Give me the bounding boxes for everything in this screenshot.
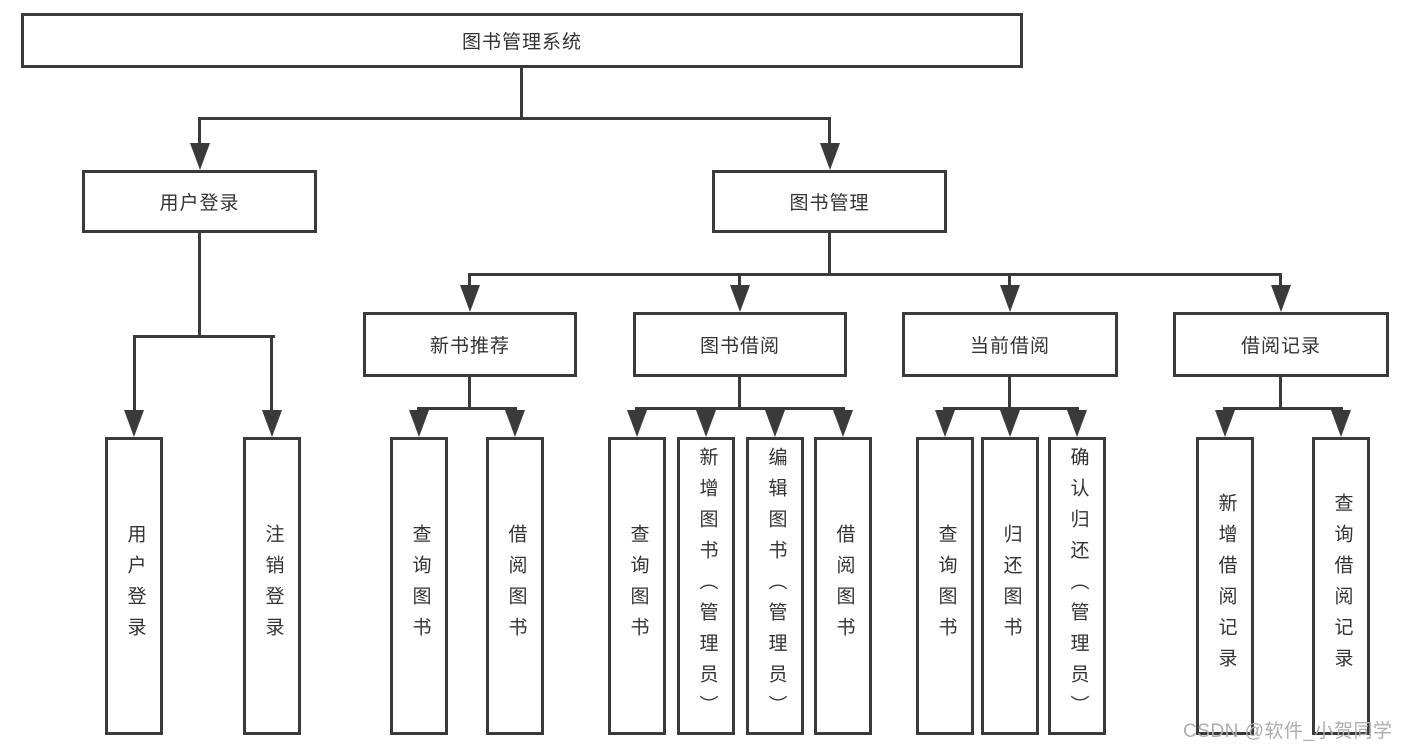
leaf-label: 新增图书（管理员）: [696, 446, 718, 726]
leaf-query-book-current: 查询图书: [916, 437, 974, 735]
leaf-label: 归还图书: [1000, 524, 1022, 648]
arrow-down-icon: [1331, 410, 1351, 437]
leaf-borrow-book-recommend: 借阅图书: [486, 437, 544, 735]
arrow-down-icon: [730, 285, 750, 312]
csdn-watermark: CSDN @软件_小贺同学: [1183, 721, 1393, 742]
connector-root-drop: [520, 68, 523, 117]
node-user-login: 用户登录: [82, 170, 317, 233]
root-node: 图书管理系统: [21, 13, 1023, 68]
arrow-down-icon: [1271, 285, 1291, 312]
arrow-down-icon: [262, 410, 282, 437]
connector-user-login-rail: [133, 335, 275, 338]
connector-new-book-rail: [417, 407, 517, 410]
connector-current-borrow-rail: [943, 407, 1079, 410]
connector-level2-rail: [198, 117, 831, 120]
leaf-confirm-return-admin: 确认归还（管理员）: [1048, 437, 1106, 735]
arrow-down-icon: [1000, 410, 1020, 437]
connector-current-borrow-drop: [1008, 377, 1011, 407]
leaf-label: 用户登录: [124, 524, 146, 648]
leaf-logout: 注销登录: [243, 437, 301, 735]
connector-borrow-record-rail: [1223, 407, 1343, 410]
arrow-down-icon: [935, 410, 955, 437]
leaf-label: 借阅图书: [833, 524, 855, 648]
arrow-down-icon: [505, 410, 525, 437]
node-current-borrow: 当前借阅: [902, 312, 1118, 377]
leaf-query-book-recommend: 查询图书: [390, 437, 448, 735]
node-borrow-records: 借阅记录: [1173, 312, 1389, 377]
arrow-down-icon: [765, 410, 785, 437]
leaf-label: 注销登录: [262, 524, 284, 648]
leaf-label: 新增借阅记录: [1215, 493, 1237, 679]
node-new-book-recommend: 新书推荐: [363, 312, 577, 377]
connector-arrow-shaft: [1008, 273, 1011, 287]
connector-book-borrow-drop: [738, 377, 741, 407]
leaf-borrow-book: 借阅图书: [814, 437, 872, 735]
leaf-return-book: 归还图书: [981, 437, 1039, 735]
connector-user-login-drop: [198, 233, 201, 335]
connector-arrow-shaft: [828, 117, 831, 145]
arrow-down-icon: [409, 410, 429, 437]
arrow-down-icon: [124, 410, 144, 437]
connector-new-book-drop: [468, 377, 471, 407]
connector-arrow-shaft: [468, 273, 471, 287]
arrow-down-icon: [833, 410, 853, 437]
leaf-label: 查询图书: [627, 524, 649, 648]
arrow-down-icon: [820, 143, 840, 170]
connector-arrow-shaft: [133, 335, 136, 412]
connector-arrow-shaft: [270, 335, 273, 412]
connector-arrow-shaft: [738, 273, 741, 287]
arrow-down-icon: [190, 143, 210, 170]
leaf-user-login: 用户登录: [105, 437, 163, 735]
connector-arrow-shaft: [1279, 273, 1282, 287]
connector-level3-rail: [468, 273, 1282, 276]
leaf-label: 查询图书: [409, 524, 431, 648]
leaf-label: 查询图书: [935, 524, 957, 648]
arrow-down-icon: [1215, 410, 1235, 437]
connector-arrow-shaft: [198, 117, 201, 145]
leaf-edit-book-admin: 编辑图书（管理员）: [746, 437, 804, 735]
arrow-down-icon: [1067, 410, 1087, 437]
leaf-label: 查询借阅记录: [1331, 493, 1353, 679]
arrow-down-icon: [460, 285, 480, 312]
leaf-query-borrow-record: 查询借阅记录: [1312, 437, 1370, 735]
leaf-label: 确认归还（管理员）: [1067, 446, 1089, 726]
leaf-add-borrow-record: 新增借阅记录: [1196, 437, 1254, 735]
connector-book-borrow-rail: [635, 407, 845, 410]
node-book-management: 图书管理: [712, 170, 947, 233]
leaf-query-book-borrow: 查询图书: [608, 437, 666, 735]
arrow-down-icon: [1000, 285, 1020, 312]
arrow-down-icon: [627, 410, 647, 437]
leaf-label: 编辑图书（管理员）: [765, 446, 787, 726]
node-book-borrow: 图书借阅: [633, 312, 847, 377]
connector-book-mgmt-drop: [828, 233, 831, 273]
leaf-label: 借阅图书: [505, 524, 527, 648]
connector-borrow-record-drop: [1279, 377, 1282, 407]
leaf-add-book-admin: 新增图书（管理员）: [677, 437, 735, 735]
arrow-down-icon: [696, 410, 716, 437]
